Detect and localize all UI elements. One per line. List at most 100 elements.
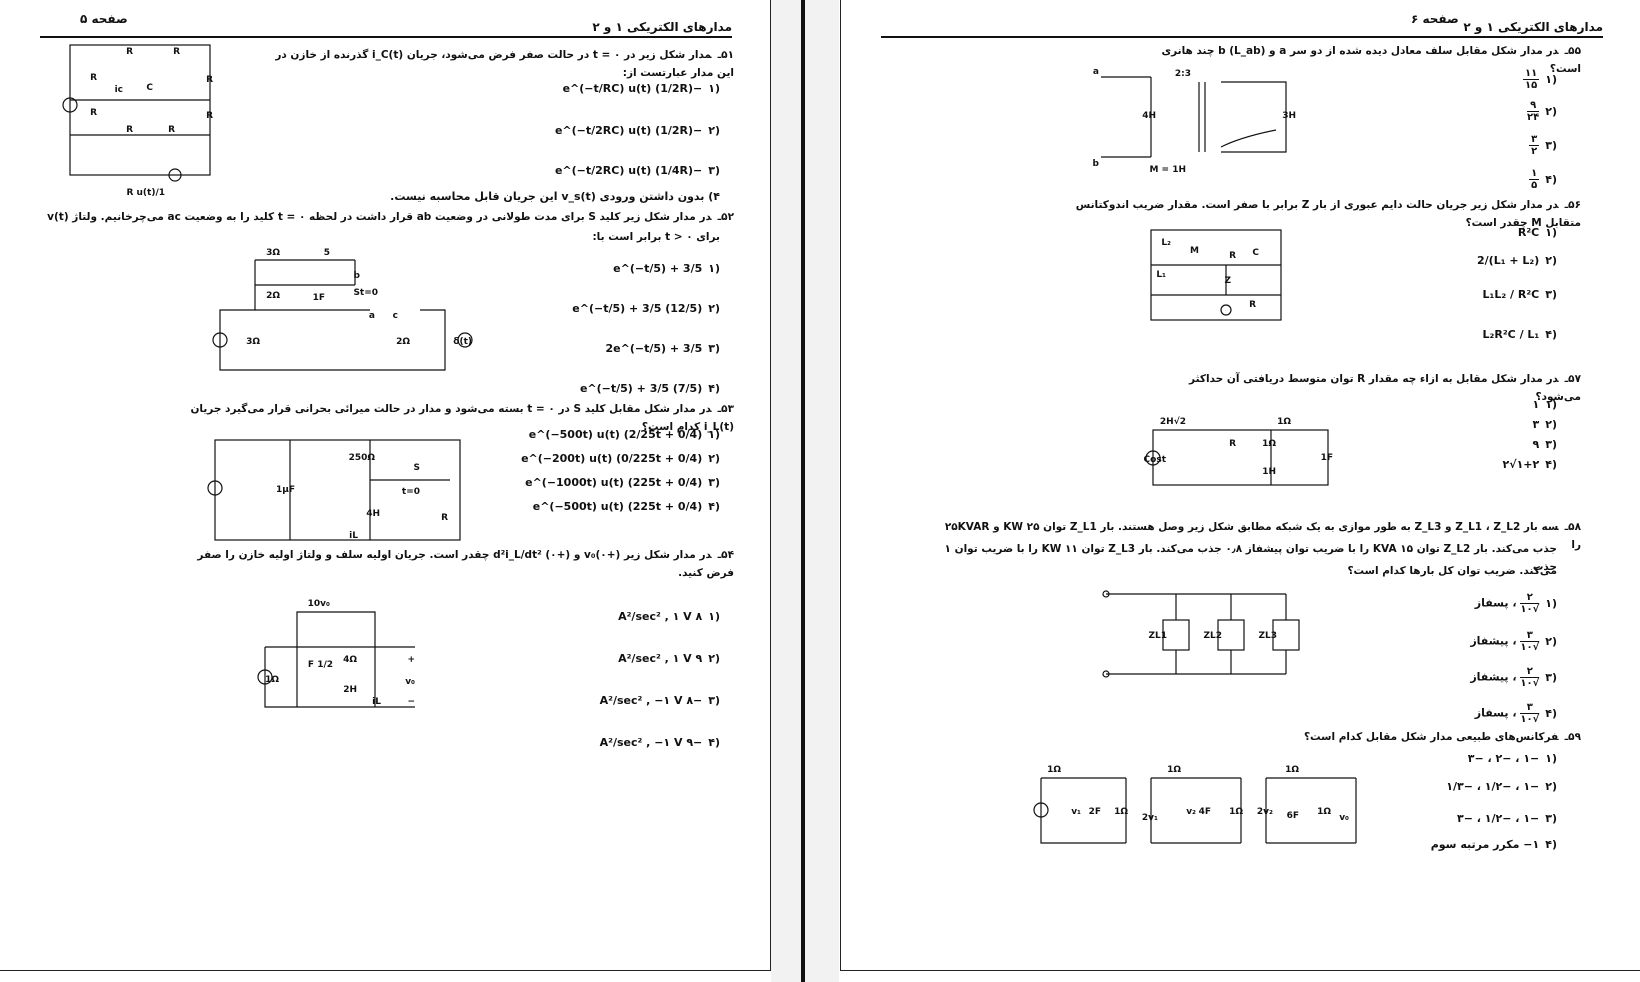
option-54-1[interactable]: (۱۸ A²/sec² , ۱ V [618,610,720,623]
header-title: مدارهای الکتریکی ۱ و ۲ [1463,20,1603,34]
option-51-2[interactable]: (۲−(1/2R) e^(−t/2RC) u(t) [554,124,720,137]
option-51-4[interactable]: ۴) بدون داشتن ورودی (v_s(t این جریان قاب… [390,190,720,203]
svg-text:ZL3: ZL3 [1258,631,1277,641]
question-number: ۵۱ـ [717,49,734,61]
svg-text:2Ω: 2Ω [266,291,280,301]
svg-text:1Ω: 1Ω [1047,765,1061,775]
svg-text:1Ω: 1Ω [1285,765,1299,775]
question-58-cont-1: جذب می‌کند. بار Z_L2 توان ۱۵ KVA را با ض… [944,543,1557,573]
question-57: ۵۷ـدر مدار شکل مقابل به ازاء چه مقدار R … [1189,373,1581,403]
svg-text:1F: 1F [1321,453,1333,463]
question-54: ۵۴ـدر مدار شکل زیر (+۰)v₀ و (+۰) d²i_L/d… [197,549,734,579]
svg-text:t=0: t=0 [402,487,420,497]
svg-text:1F: 1F [313,293,325,303]
svg-text:1/2 F: 1/2 F [308,660,333,670]
svg-text:1Ω: 1Ω [1262,439,1276,449]
option-53-4[interactable]: (۴(0/4 + 225t) e^(−500t) u(t) [532,500,720,513]
svg-text:R: R [206,75,213,85]
svg-text:ZL1: ZL1 [1148,631,1167,641]
svg-text:250Ω: 250Ω [349,453,376,463]
question-text: مدار شکل زیر در ۰ = t در حالت صفر فرض می… [275,49,734,79]
option-53-1[interactable]: (۱(0/4 + 2/25t) e^(−500t) u(t) [528,428,720,441]
option-59-4[interactable]: (۴۱− مکرر مرتبه سوم [1430,838,1557,851]
option-56-3[interactable]: (۳L₁L₂ / R²C [1482,288,1557,301]
circuit-51: RR RR RR RR Cic vs(t)1/R u(t) [62,44,213,198]
svg-text:4F: 4F [1199,807,1211,817]
option-52-1[interactable]: (۱e^(−t/5) + 3/5 [613,262,720,275]
svg-text:C: C [1252,248,1259,258]
svg-text:2F: 2F [1089,807,1101,817]
svg-text:1Ω: 1Ω [1229,807,1243,817]
svg-text:2v₁: 2v₁ [1142,813,1158,823]
svg-text:3H: 3H [1282,111,1296,121]
option-57-4[interactable]: (۴۱+۲√۲ [1502,458,1557,471]
svg-text:Z: Z [1224,276,1231,286]
option-54-4[interactable]: (۴−۹ A²/sec² , −۱ V [599,736,720,749]
option-52-4[interactable]: (۴(7/5) e^(−t/5) + 3/5 [579,382,720,395]
option-57-1[interactable]: (۱۱ [1532,398,1557,411]
svg-text:1Ω: 1Ω [1277,417,1291,427]
option-53-2[interactable]: (۲(0/4 + 0/225t) e^(−200t) u(t) [521,452,720,465]
svg-text:c: c [393,311,398,321]
svg-text:C: C [146,83,153,93]
svg-text:ic: ic [115,85,123,95]
option-51-3[interactable]: (۳−(1/4R) e^(−t/2RC) u(t) [554,164,720,177]
svg-text:−: − [407,697,415,707]
page-6: مدارهای الکتریکی ۱ و ۲ صفحه ۶ ۵۵ـدر مدار… [840,0,1640,971]
svg-text:R: R [173,47,180,57]
svg-text:2√2H: 2√2H [1160,416,1186,427]
option-54-2[interactable]: (۲۹ A²/sec² , ۱ V [618,652,720,665]
svg-text:v₀: v₀ [405,677,415,687]
svg-text:Cost: Cost [1144,455,1167,465]
svg-text:2v₂: 2v₂ [1257,807,1273,817]
option-52-3[interactable]: (۳2e^(−t/5) + 3/5 [605,342,720,355]
svg-text:L₂: L₂ [1161,238,1171,248]
option-53-3[interactable]: (۳(0/4 + 225t) e^(−1000t) u(t) [525,476,720,489]
option-59-1[interactable]: (۱−۱ ، −۲ ، −۳ [1467,752,1557,765]
option-57-2[interactable]: (۲۳ [1532,418,1557,431]
svg-text:2:3: 2:3 [1175,69,1191,79]
option-56-4[interactable]: (۴L₂R²C / L₁ [1482,328,1557,341]
svg-text:R: R [1229,251,1236,261]
svg-text:4Ω: 4Ω [343,655,357,665]
svg-text:R: R [126,125,133,135]
question-56: ۵۶ـدر مدار شکل زیر جریان حالت دایم عبوری… [1075,199,1581,229]
page-gutter [771,0,839,982]
option-59-2[interactable]: (۲−۱ ، −۱/۲ ، −۱/۳ [1446,780,1557,793]
page-header: مدارهای الکتریکی ۱ و ۲ صفحه ۶ [881,12,1603,38]
option-56-1[interactable]: (۱R²C [1517,226,1557,239]
option-51-1[interactable]: (۱−(1/2R) e^(−t/RC) u(t) [562,82,720,95]
svg-text:iL: iL [349,531,358,541]
svg-text:ZL2: ZL2 [1203,631,1222,641]
page-header: مدارهای الکتریکی ۱ و ۲ صفحه ۵ [40,12,732,38]
option-52-2[interactable]: (۲(12/5) e^(−t/5) + 3/5 [572,302,720,315]
svg-text:1Ω: 1Ω [265,675,279,685]
page-number: صفحه ۵ [80,12,128,26]
svg-text:M: M [1190,246,1199,256]
option-57-3[interactable]: (۳۹ [1532,438,1557,451]
svg-text:R: R [1229,439,1236,449]
option-54-3[interactable]: (۳−۸ A²/sec² , −۱ V [599,694,720,707]
option-59-3[interactable]: (۳−۱ ، −۱/۲ ، −۳ [1457,812,1557,825]
svg-text:R: R [90,108,97,118]
page-divider [801,0,805,982]
page-number: صفحه ۶ [1411,12,1459,26]
svg-text:4H: 4H [1142,111,1156,121]
option-56-2[interactable]: (۲(L₁ + L₂)/2 [1476,254,1557,267]
question-58: ۵۸ـسه بار Z_L1 ، Z_L2 و Z_L3 به طور مواز… [944,521,1581,551]
